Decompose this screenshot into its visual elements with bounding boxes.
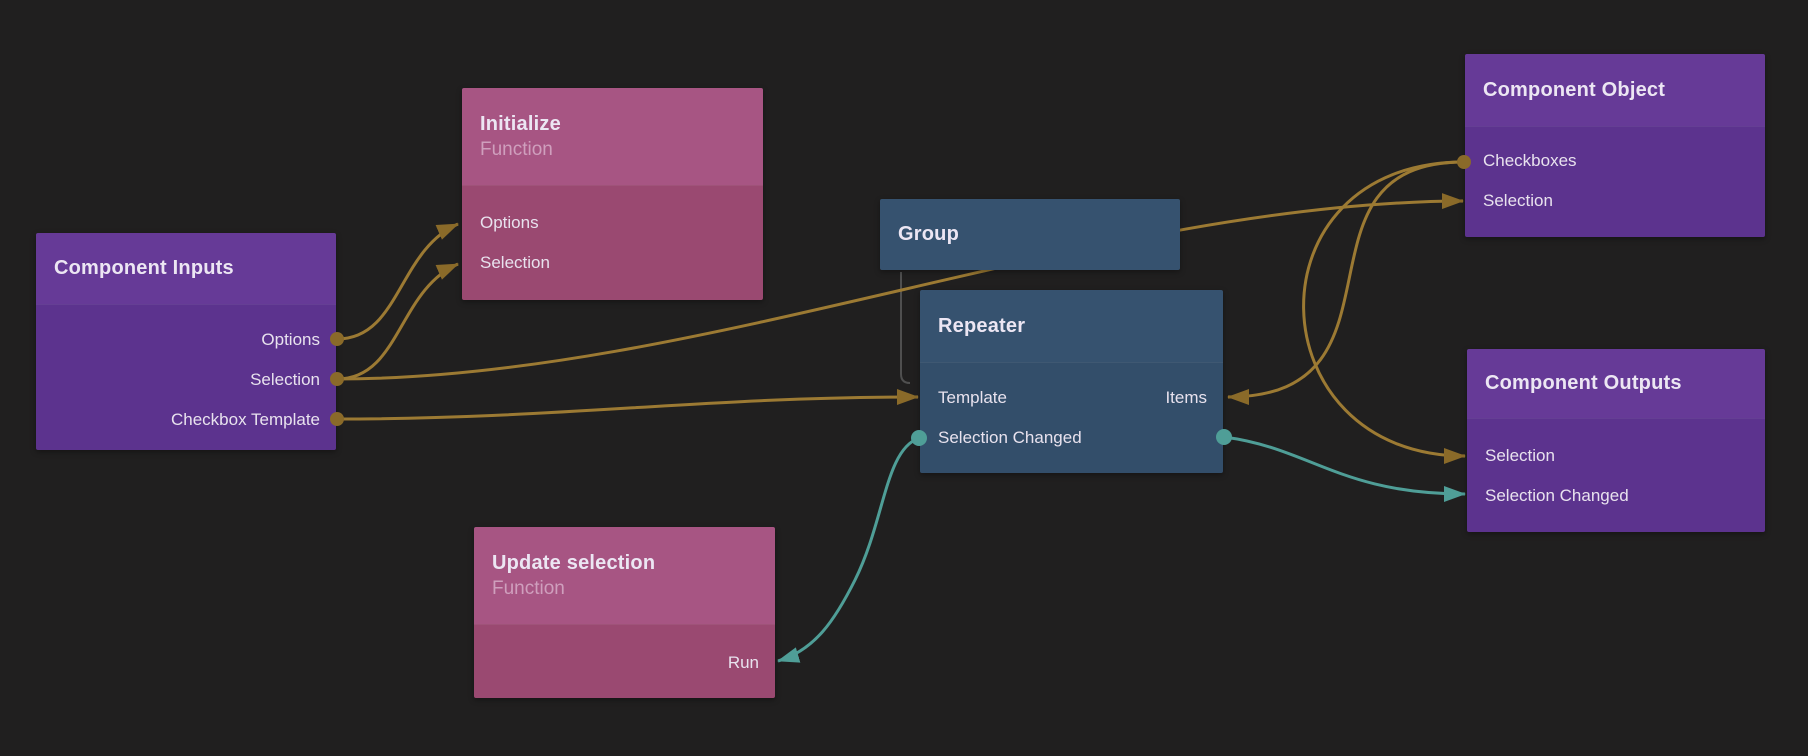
node-title: Component Object xyxy=(1483,78,1666,101)
port-run[interactable]: Run xyxy=(727,653,759,672)
node-subtitle: Function xyxy=(480,138,553,160)
node-header: Initialize Function xyxy=(462,88,763,185)
hierarchy-line-group-repeater xyxy=(900,272,911,384)
node-header: Component Outputs xyxy=(1467,349,1765,418)
connection-selection-changed-to-run[interactable] xyxy=(777,436,920,663)
node-initialize[interactable]: Initialize Function Options Selection xyxy=(462,88,763,300)
port-selection[interactable]: Selection xyxy=(1485,446,1555,465)
node-header: Repeater xyxy=(920,290,1223,362)
node-component-object[interactable]: Component Object Checkboxes Selection xyxy=(1465,54,1765,237)
node-header: Component Inputs xyxy=(36,233,336,304)
connection-checkboxes-to-items[interactable] xyxy=(1227,160,1465,405)
port-template[interactable]: Template xyxy=(938,388,1007,407)
connection-checkboxes-to-outputs-selection[interactable] xyxy=(1302,160,1466,464)
node-title: Component Inputs xyxy=(54,257,234,279)
port-dot-options-output[interactable] xyxy=(330,332,344,346)
port-selection[interactable]: Selection xyxy=(1483,191,1553,210)
node-title: Component Outputs xyxy=(1485,372,1682,394)
port-dot-selection-output[interactable] xyxy=(330,372,344,386)
port-options[interactable]: Options xyxy=(480,213,539,232)
node-title: Group xyxy=(898,223,959,245)
connection-selection-to-object-selection[interactable] xyxy=(336,193,1464,381)
node-component-inputs[interactable]: Component Inputs Options Selection Check… xyxy=(36,233,336,450)
port-options[interactable]: Options xyxy=(261,330,320,349)
connection-options-to-initialize-options[interactable] xyxy=(336,222,459,341)
node-group[interactable]: Group xyxy=(880,199,1180,270)
connection-selection-changed-to-outputs[interactable] xyxy=(1223,435,1466,502)
port-dot-selection-changed-left[interactable] xyxy=(911,430,927,446)
port-dot-checkbox-template-output[interactable] xyxy=(330,412,344,426)
node-update-selection[interactable]: Update selection Function Run xyxy=(474,527,775,698)
node-header: Update selection Function xyxy=(474,527,775,624)
port-items[interactable]: Items xyxy=(1165,388,1207,407)
port-selection-changed[interactable]: Selection Changed xyxy=(938,428,1082,447)
port-checkbox-template[interactable]: Checkbox Template xyxy=(171,410,320,429)
node-header: Component Object xyxy=(1465,54,1765,126)
node-header: Group xyxy=(880,199,1180,270)
node-title: Update selection xyxy=(492,551,656,574)
node-title: Initialize xyxy=(480,112,561,135)
node-subtitle: Function xyxy=(492,577,565,599)
node-repeater[interactable]: Repeater Template Items Selection Change… xyxy=(920,290,1223,473)
connection-template-to-repeater-template[interactable] xyxy=(336,389,919,421)
node-component-outputs[interactable]: Component Outputs Selection Selection Ch… xyxy=(1467,349,1765,532)
port-checkboxes[interactable]: Checkboxes xyxy=(1483,151,1577,170)
port-dot-checkboxes-output[interactable] xyxy=(1457,155,1471,169)
port-selection[interactable]: Selection xyxy=(480,253,550,272)
port-dot-selection-changed-right[interactable] xyxy=(1216,429,1232,445)
port-selection-changed[interactable]: Selection Changed xyxy=(1485,486,1629,505)
node-title: Repeater xyxy=(938,314,1026,337)
port-selection[interactable]: Selection xyxy=(250,370,320,389)
connection-selection-to-initialize-selection[interactable] xyxy=(336,262,459,381)
